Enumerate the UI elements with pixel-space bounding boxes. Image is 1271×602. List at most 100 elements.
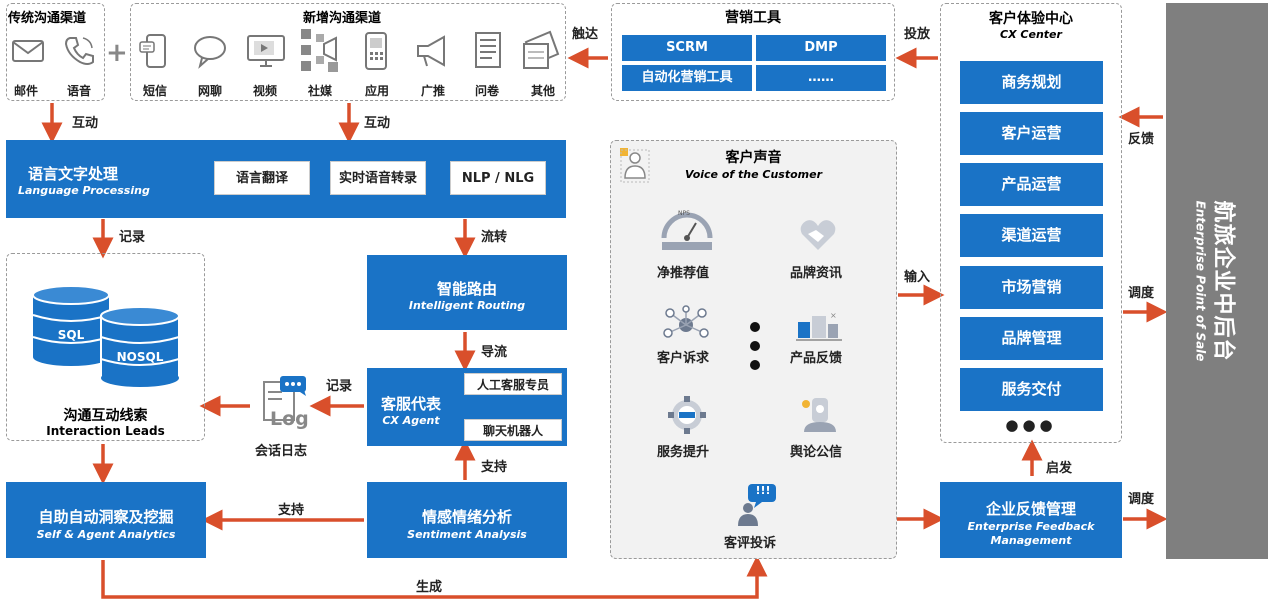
marketing-dmp: DMP: [756, 35, 886, 61]
cx-item-business-planning: 商务规划: [960, 61, 1103, 104]
other-icon: [520, 28, 562, 72]
chip-chatbot: 聊天机器人: [464, 419, 562, 441]
channel-label-app: 应用: [365, 84, 390, 98]
label-record-1: 记录: [119, 230, 146, 245]
plus-icon: +: [106, 38, 128, 68]
cx-center-subtitle: CX Center: [1000, 28, 1062, 41]
analytics-title: 自助自动洞察及挖掘: [38, 508, 174, 526]
sql-label: SQL: [57, 328, 85, 342]
sms-icon: [138, 32, 174, 72]
channel-label-phone: 语音: [67, 84, 92, 98]
voc-title: 客户声音: [725, 150, 782, 166]
language-processing-subtitle: Language Processing: [18, 184, 150, 197]
backend-title: 航旅企业中后台: [1210, 200, 1236, 362]
phone-icon: [62, 34, 96, 68]
complaint-icon-text: !!!: [755, 484, 771, 497]
nps-gauge-text: NPS: [678, 210, 690, 217]
label-dispatch-2: 调度: [1128, 492, 1155, 507]
label-generate: 生成: [416, 580, 443, 595]
sentiment-box: [367, 482, 567, 558]
arrow-generate: [101, 555, 768, 599]
channel-label-survey: 问卷: [475, 84, 500, 98]
channel-label-social: 社媒: [308, 84, 333, 98]
chip-translation: 语言翻译: [214, 161, 310, 195]
new-channels-box: [130, 3, 566, 101]
enterprise-backend-labels: 航旅企业中后台 Enterprise Point of Sale: [1166, 3, 1268, 559]
label-feedback: 反馈: [1128, 132, 1155, 147]
channel-label-sms: 短信: [143, 84, 168, 98]
megaphone-icon: [412, 32, 452, 72]
survey-icon: [470, 30, 506, 72]
public-opinion-icon: [798, 394, 840, 436]
feedback-mgmt-title: 企业反馈管理: [985, 500, 1076, 518]
video-icon: [246, 32, 286, 72]
language-processing-title: 语言文字处理: [28, 165, 119, 183]
voc-label-brand: 品牌资讯: [790, 266, 843, 281]
label-guide: 导流: [481, 345, 508, 360]
voc-label-demands: 客户诉求: [657, 351, 710, 366]
cx-item-marketing: 市场营销: [960, 266, 1103, 309]
svg-text:×: ×: [830, 311, 837, 320]
app-icon: [362, 30, 390, 72]
product-icon: ×: [794, 308, 844, 348]
voc-ellipsis-icon: [750, 322, 760, 374]
intelligent-routing-title: 智能路由: [436, 280, 497, 298]
cx-item-channel-ops: 渠道运营: [960, 214, 1103, 257]
label-record-2: 记录: [326, 379, 353, 394]
label-deliver: 投放: [904, 27, 931, 42]
mail-icon: [11, 38, 45, 66]
interaction-leads-title: 沟通互动线索: [63, 408, 148, 424]
cx-center-more-dots: ●●●: [1005, 416, 1057, 434]
customer-avatar-icon: [618, 146, 652, 186]
label-flow: 流转: [481, 230, 508, 245]
cx-agent-title: 客服代表: [380, 395, 441, 413]
traditional-channels-box: [6, 3, 105, 101]
marketing-tools-box: [611, 3, 895, 101]
analytics-subtitle: Self & Agent Analytics: [36, 528, 176, 541]
intelligent-routing-subtitle: Intelligent Routing: [408, 299, 526, 312]
cx-agent-subtitle: CX Agent: [382, 414, 440, 427]
interaction-leads-subtitle: Interaction Leads: [46, 424, 165, 438]
voc-label-nps: 净推荐值: [657, 266, 710, 281]
cx-item-service-delivery: 服务交付: [960, 368, 1103, 411]
traditional-channels-title: 传统沟通渠道: [8, 11, 87, 26]
channel-label-megaphone: 广推: [421, 84, 446, 98]
label-inspire: 启发: [1046, 461, 1073, 476]
cx-item-product-ops: 产品运营: [960, 163, 1103, 206]
sentiment-title: 情感情绪分析: [421, 508, 512, 526]
handshake-icon: [798, 216, 838, 254]
intelligent-routing-box: [367, 255, 567, 330]
label-dispatch-1: 调度: [1128, 286, 1155, 301]
channel-label-mail: 邮件: [14, 84, 39, 98]
label-interact-2: 互动: [364, 116, 391, 131]
chip-human-agent: 人工客服专员: [464, 373, 562, 395]
voc-label-service: 服务提升: [657, 445, 710, 460]
voc-label-product: 产品反馈: [790, 351, 843, 366]
feedback-mgmt-subtitle: Enterprise Feedback Management: [967, 520, 1095, 547]
chip-nlp-nlg: NLP / NLG: [450, 161, 546, 195]
interaction-leads-box: [6, 253, 205, 441]
cx-center-box: [940, 3, 1122, 443]
enterprise-backend-panel: [1166, 3, 1268, 559]
marketing-more: ……: [756, 65, 886, 91]
nosql-label: NOSQL: [116, 350, 164, 364]
channel-label-chat: 网聊: [198, 84, 223, 98]
cx-item-customer-ops: 客户运营: [960, 112, 1103, 155]
backend-subtitle: Enterprise Point of Sale: [1193, 200, 1208, 362]
session-log-icon: [258, 372, 312, 436]
marketing-tools-title: 营销工具: [725, 10, 781, 26]
cx-center-title: 客户体验中心: [989, 11, 1073, 27]
nosql-database-icon: [98, 305, 182, 389]
cx-item-brand-mgmt: 品牌管理: [960, 317, 1103, 360]
voc-subtitle: Voice of the Customer: [684, 168, 823, 181]
label-interact-1: 互动: [72, 116, 99, 131]
service-gear-icon: [664, 394, 710, 436]
voc-label-complaint: 客评投诉: [724, 536, 777, 551]
complaint-icon: [736, 482, 778, 526]
nps-gauge-icon: [660, 208, 714, 252]
session-log-text: Log: [270, 408, 309, 430]
marketing-scrm: SCRM: [622, 35, 752, 61]
channel-label-video: 视频: [253, 84, 278, 98]
analytics-box: [6, 482, 206, 558]
chip-transcription: 实时语音转录: [330, 161, 426, 195]
